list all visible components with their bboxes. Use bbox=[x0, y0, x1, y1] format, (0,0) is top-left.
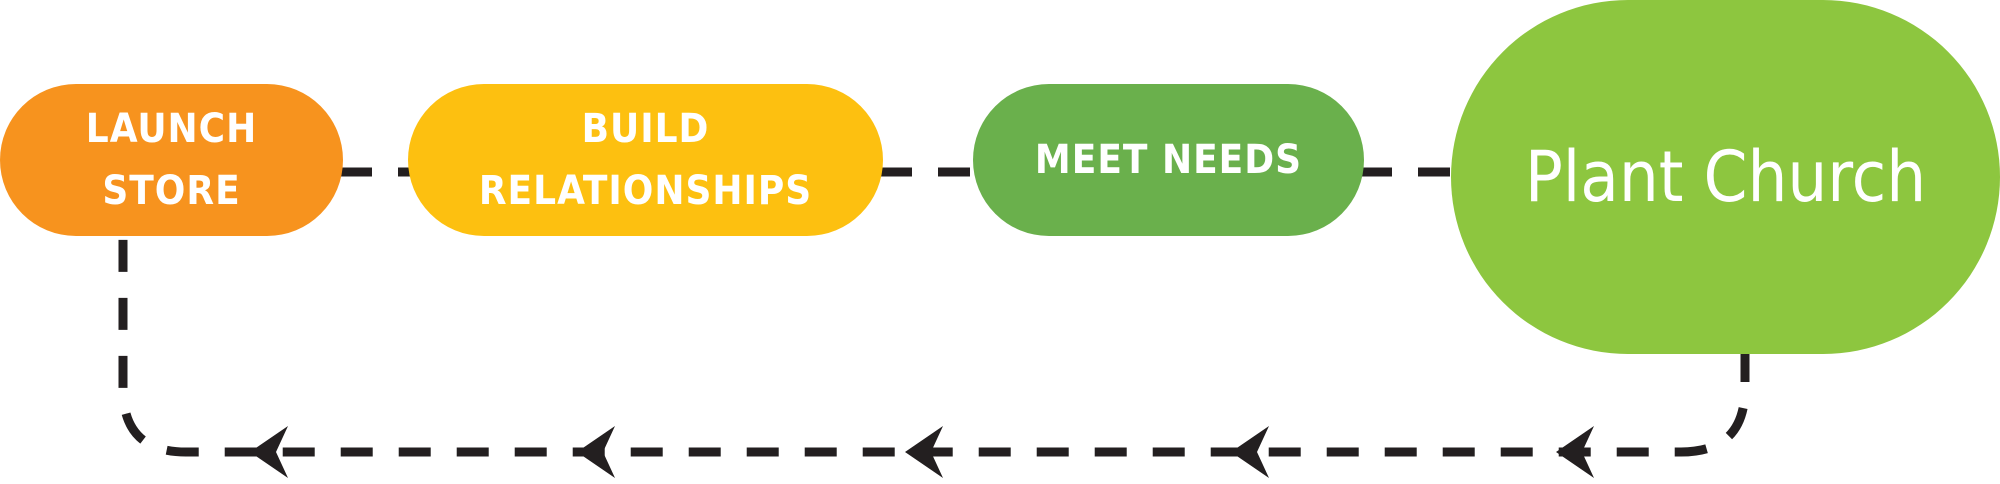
node-plant-church: Plant Church bbox=[1451, 0, 2000, 354]
arrow-left-icon bbox=[577, 426, 615, 478]
arrowheads bbox=[250, 426, 1594, 478]
connectors bbox=[118, 167, 1750, 457]
node-meet-needs: MEET NEEDS bbox=[973, 84, 1364, 236]
arrow-left-icon bbox=[905, 426, 943, 478]
node-label: Plant Church bbox=[1524, 136, 1927, 218]
node-label: BUILD bbox=[581, 106, 710, 152]
node-launch-store: LAUNCH STORE bbox=[0, 84, 343, 236]
arrow-left-icon bbox=[1231, 426, 1269, 478]
arrow-left-icon bbox=[250, 426, 288, 478]
connector-plant-launch bbox=[118, 234, 1750, 457]
node-label: LAUNCH bbox=[85, 106, 258, 152]
arrow-left-icon bbox=[1556, 426, 1594, 478]
node-label: MEET NEEDS bbox=[1034, 137, 1303, 183]
node-label: STORE bbox=[102, 168, 241, 214]
node-label: RELATIONSHIPS bbox=[478, 168, 813, 214]
node-build-relationships: BUILD RELATIONSHIPS bbox=[408, 84, 883, 236]
